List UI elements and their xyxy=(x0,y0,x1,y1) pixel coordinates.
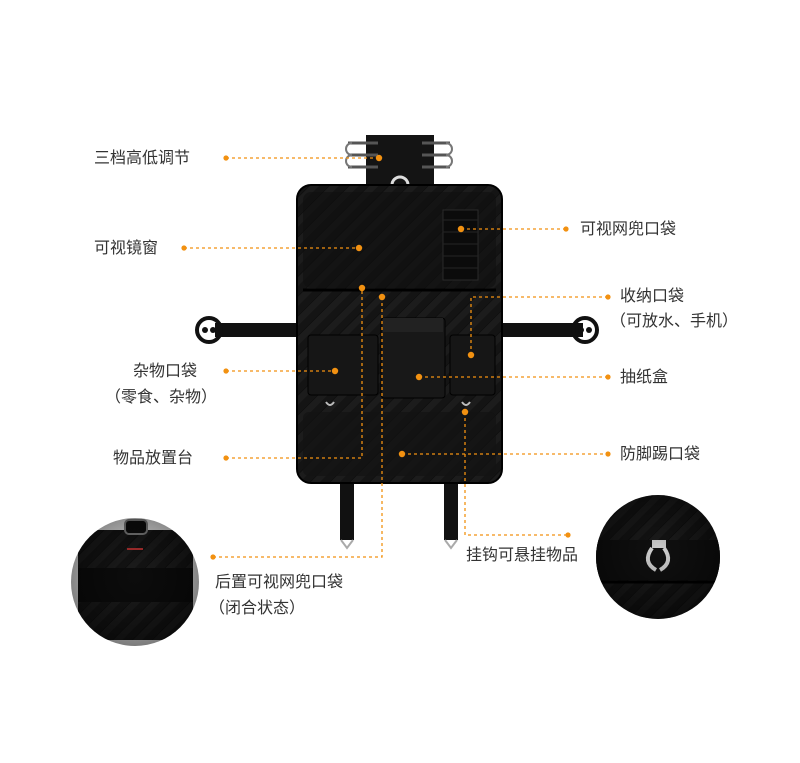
rear-pocket-inset xyxy=(71,518,199,646)
label-item-shelf: 物品放置台 xyxy=(113,448,194,467)
label-mirror-window: 可视镜窗 xyxy=(94,238,159,257)
leader-lines xyxy=(184,157,608,558)
hook-inset xyxy=(596,495,720,619)
callout-dots xyxy=(181,154,611,560)
label-storage-pocket-title: 收纳口袋 xyxy=(620,286,685,305)
side-straps xyxy=(195,316,599,344)
label-sundry-pocket-sub: （零食、杂物） xyxy=(105,387,218,406)
bottom-straps xyxy=(340,478,458,550)
organizer-body xyxy=(296,184,503,484)
label-storage-pocket: 收纳口袋 （可放水、手机） xyxy=(610,286,738,331)
label-storage-pocket-sub: （可放水、手机） xyxy=(610,311,739,330)
label-mesh-pocket: 可视网兜口袋 xyxy=(580,219,677,238)
label-rear-mesh-pocket-sub: （闭合状态） xyxy=(209,598,306,617)
label-sundry-pocket-title: 杂物口袋 xyxy=(133,361,198,380)
label-three-level-adjust: 三档高低调节 xyxy=(94,148,191,167)
label-hooks: 挂钩可悬挂物品 xyxy=(466,545,579,564)
label-rear-mesh-pocket: 后置可视网兜口袋 （闭合状态） xyxy=(209,572,344,618)
label-rear-mesh-pocket-title: 后置可视网兜口袋 xyxy=(215,572,344,591)
label-sundry-pocket: 杂物口袋 （零食、杂物） xyxy=(105,361,217,407)
label-kick-pocket: 防脚踢口袋 xyxy=(620,444,701,463)
label-tissue-box: 抽纸盒 xyxy=(620,367,669,386)
